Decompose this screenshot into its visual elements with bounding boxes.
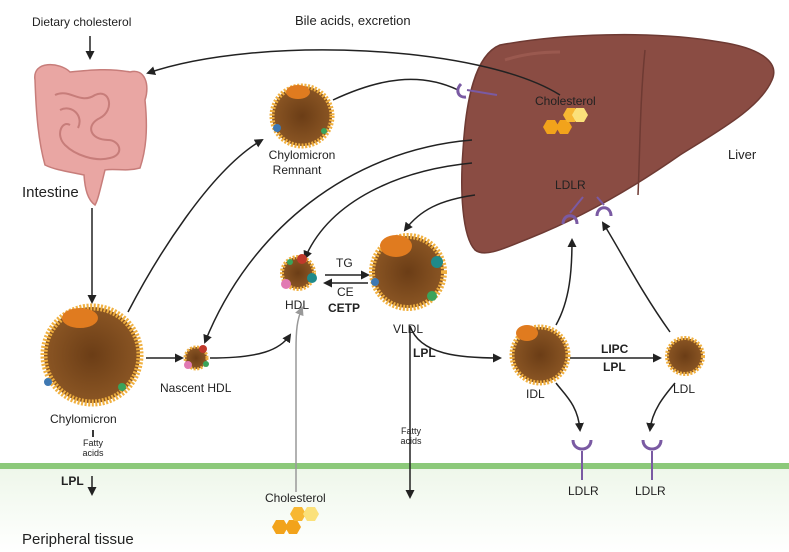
lipc-label: LIPC <box>601 342 629 356</box>
intestine-organ <box>34 64 148 207</box>
chylomicron-remnant-label-2: Remnant <box>272 163 322 177</box>
receptor-ldlr-left-icon <box>561 214 579 225</box>
vldl-label: VLDL <box>393 322 424 336</box>
peripheral-tissue-label: Peripheral tissue <box>22 531 134 548</box>
ldlr-idl-label: LDLR <box>568 484 599 498</box>
dietary-cholesterol-label: Dietary cholesterol <box>32 15 132 29</box>
cholesterol-liver-label: Cholesterol <box>535 94 596 108</box>
liver-label: Liver <box>728 147 757 162</box>
bile-acids-label: Bile acids, excretion <box>295 13 411 28</box>
receptor-ldlr-right-icon <box>595 206 613 217</box>
cholesterol-peripheral-label: Cholesterol <box>265 491 326 505</box>
ldl-label: LDL <box>673 382 696 396</box>
chylomicron-remnant-particle <box>269 83 335 149</box>
intestine-label: Intestine <box>22 184 79 201</box>
ldlr-liver-label: LDLR <box>555 178 586 192</box>
lpl-idl-label: LPL <box>603 360 626 374</box>
hdl-particle <box>280 254 317 291</box>
receptor-liver-icon <box>456 82 467 99</box>
receptor-idl-icon <box>571 439 593 451</box>
chylomicron-particle <box>40 303 144 407</box>
tg-label: TG <box>336 256 353 270</box>
idl-label: IDL <box>526 387 545 401</box>
ldl-receptors <box>456 82 663 480</box>
ldl-particle <box>665 336 705 376</box>
fatty-acids-vldl-label-1: Fatty <box>400 426 422 436</box>
nascent-hdl-particle <box>183 345 209 371</box>
fatty-acids-chylomicron-label-1: Fatty <box>82 438 104 448</box>
fatty-acids-chylomicron-label-2: acids <box>82 448 104 458</box>
chylomicron-remnant-label-1: Chylomicron <box>268 148 336 162</box>
hdl-label: HDL <box>285 298 310 312</box>
ldlr-ldl-label: LDLR <box>635 484 666 498</box>
cholesterol-liver-icon <box>543 108 588 134</box>
lpl-chylomicron-label: LPL <box>61 474 84 488</box>
chylomicron-label: Chylomicron <box>50 412 117 426</box>
liver-organ <box>461 33 775 254</box>
idl-particle <box>509 324 571 386</box>
peripheral-tissue-area <box>0 468 789 552</box>
tissue-boundary-line <box>0 463 789 469</box>
fatty-acids-vldl-label-2: acids <box>400 436 422 446</box>
lpl-vldl-label: LPL <box>413 346 436 360</box>
cholesterol-efflux-arrow <box>295 306 304 492</box>
vldl-particle <box>369 233 447 311</box>
cholesterol-peripheral-icon <box>272 507 319 534</box>
receptor-ldl-icon <box>641 439 663 451</box>
cetp-label: CETP <box>328 301 361 315</box>
ce-label: CE <box>337 285 354 299</box>
nascent-hdl-label: Nascent HDL <box>160 381 232 395</box>
pathway-arrows <box>85 36 676 499</box>
